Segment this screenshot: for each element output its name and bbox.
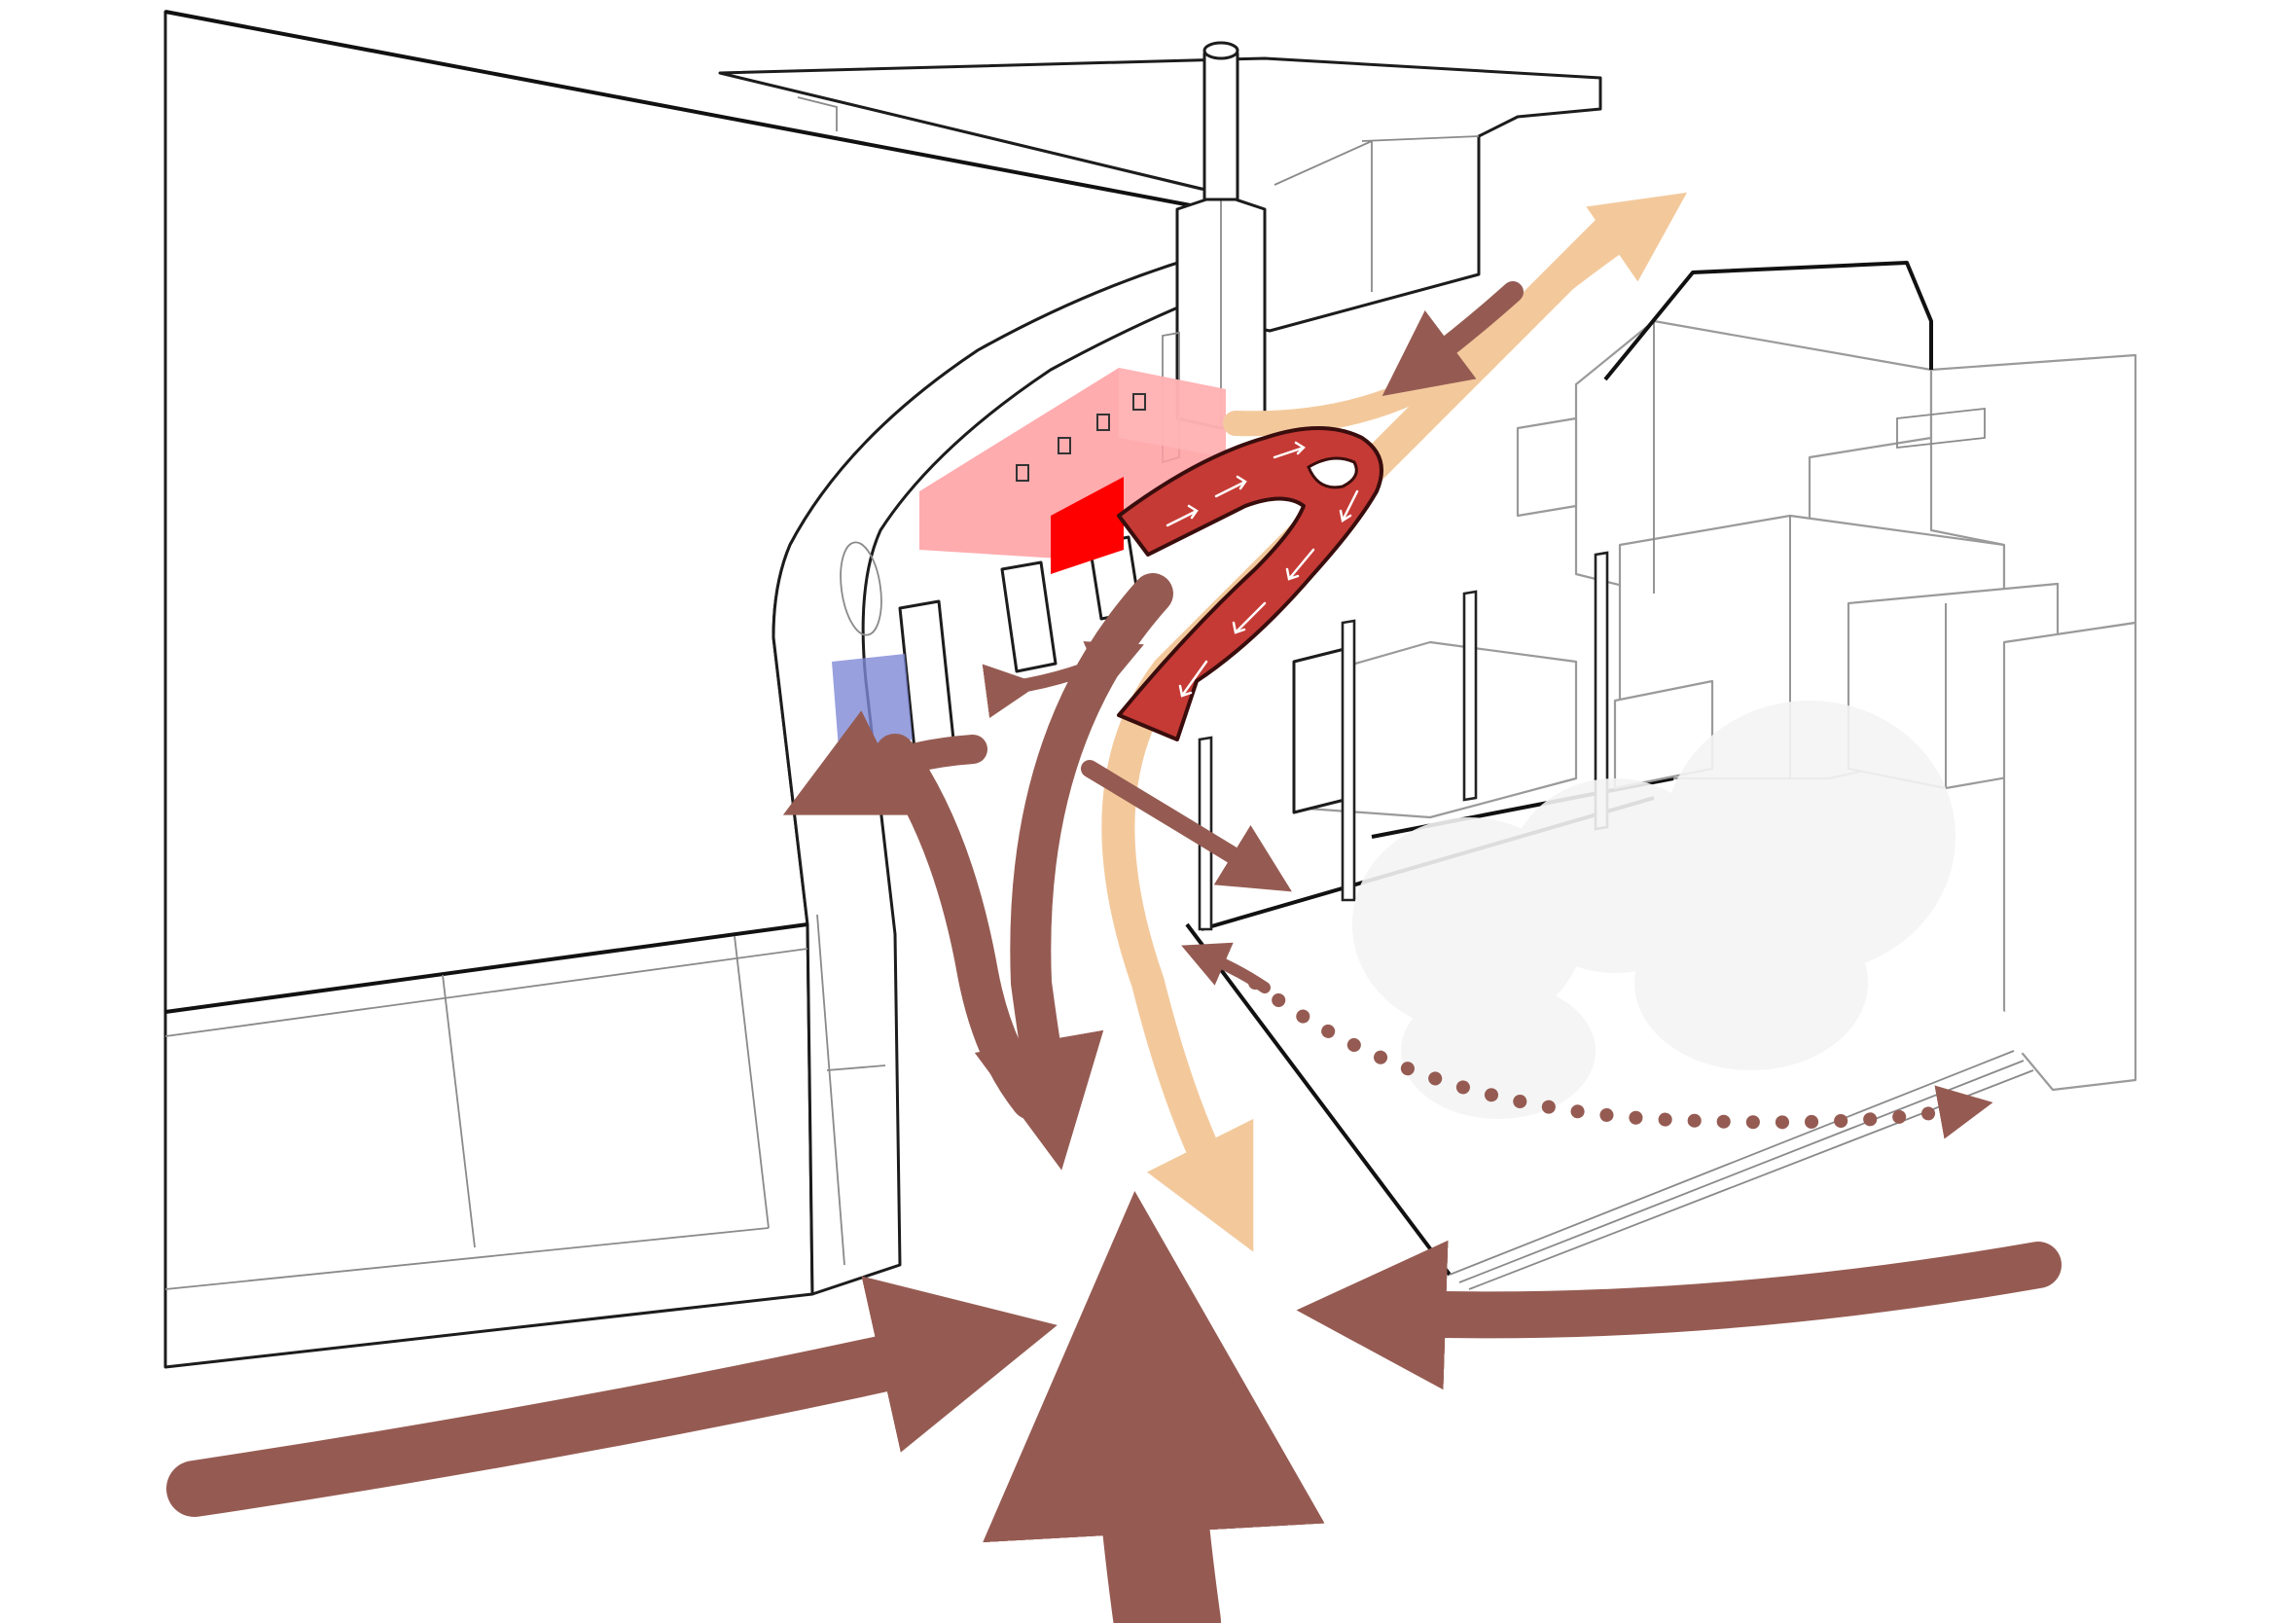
facade-lower-mullion-1 [816, 914, 845, 1266]
left-building-edge [164, 10, 1212, 211]
flow-double-head [982, 641, 1144, 718]
flow-in-bottom-left [166, 1276, 1058, 1517]
trees [1352, 701, 1955, 1119]
chevron-arrow-icon [1166, 504, 1199, 527]
tree-4 [1634, 895, 1868, 1070]
top-building-step-1 [1361, 135, 1480, 142]
flow-top-right-in [1381, 281, 1524, 396]
left-building-base [164, 922, 808, 1014]
ramp-body [1117, 426, 1383, 741]
chimney-top [1202, 41, 1239, 60]
right-building-7 [1516, 416, 1578, 518]
left-building-curved-facade [771, 207, 1257, 1296]
chevron-arrow-icon [1273, 441, 1306, 459]
plaza-step-2 [1458, 1060, 2025, 1283]
pink-volume-top [1119, 368, 1226, 457]
window-2 [1058, 437, 1071, 454]
flow-in-bottom [983, 1190, 1325, 1623]
flow-dotted-plaza [1248, 976, 1993, 1139]
left-building-base-inner [164, 948, 808, 1037]
right-building-outline [1603, 261, 1933, 381]
window-4 [1132, 393, 1146, 411]
chevron-arrow-icon [1339, 489, 1359, 523]
pole-2 [1341, 619, 1356, 902]
tree-5 [1401, 983, 1596, 1119]
flow-down-left [875, 734, 1052, 1120]
ramp-ring-hole [1307, 456, 1358, 489]
chimney [1202, 52, 1239, 201]
facade-lower-mullion-2 [826, 1064, 886, 1071]
highlight-volume [832, 368, 1226, 749]
ramp-direction-markers [1166, 441, 1359, 698]
window-1 [1016, 464, 1029, 482]
ramp [1117, 426, 1383, 741]
right-building-detail-4 [1896, 407, 1986, 450]
flow-dotted-plaza-start [1181, 942, 1271, 993]
chevron-arrow-icon [1285, 548, 1315, 581]
flow-back-left [782, 710, 987, 815]
facade-panel-divider-2 [734, 935, 770, 1229]
right-building-5 [2002, 621, 2137, 1092]
chevron-arrow-icon [1232, 601, 1267, 634]
chevron-arrow-icon [1214, 475, 1247, 498]
top-building-step-4 [797, 96, 838, 131]
red-entrance [1051, 477, 1124, 574]
chevron-arrow-icon [1178, 660, 1208, 698]
flow-in-right [1296, 1240, 2062, 1390]
plaza [1185, 551, 2053, 1290]
window-3 [1096, 414, 1110, 431]
plaza-step-1 [1449, 1050, 2015, 1276]
flow-to-plaza [1081, 760, 1292, 892]
round-window [840, 541, 882, 636]
top-building-step-3 [1274, 140, 1373, 186]
primary-flows [166, 281, 2062, 1623]
facade-panel-divider-3 [164, 1227, 770, 1290]
pole-3 [1462, 590, 1478, 802]
pillar-2 [1000, 560, 1058, 673]
facade-panel-divider-1 [442, 974, 476, 1248]
